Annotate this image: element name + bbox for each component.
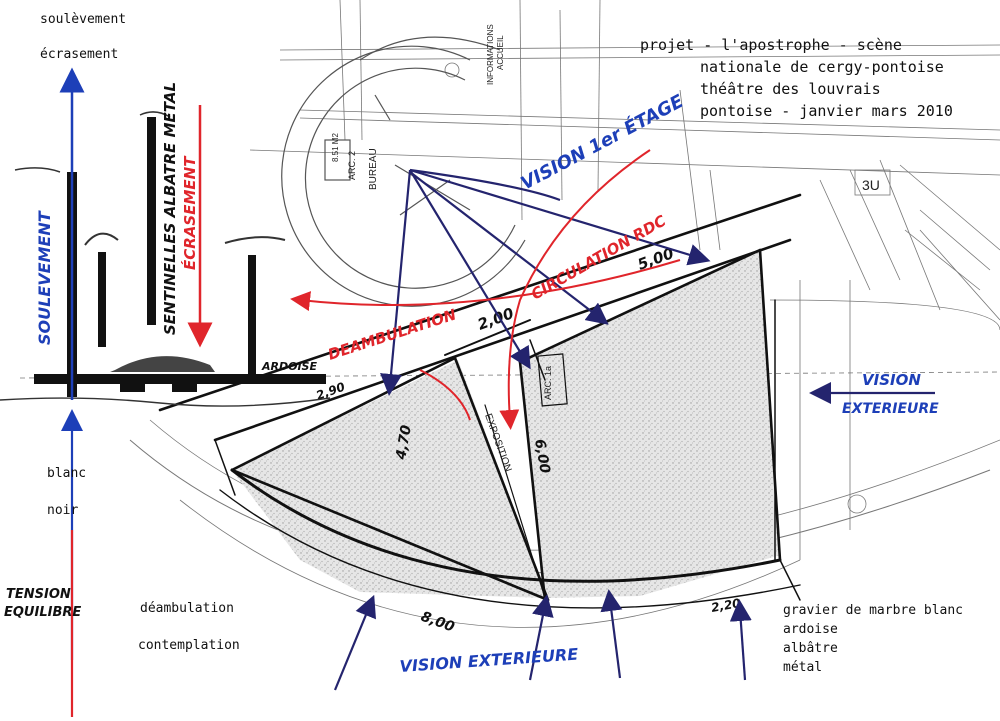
vision-exterior-arrows	[333, 382, 935, 691]
slate-mound	[110, 356, 215, 372]
dim-220: 2,20	[710, 596, 742, 615]
plan-label-accueil: ACCUEIL	[496, 35, 505, 70]
handwritten-equilibre: EQUILIBRE	[4, 605, 81, 620]
gravel-zone-right	[520, 250, 780, 598]
handwritten-ecrasement: ÉCRASEMENT	[180, 155, 199, 270]
plan-label-informations: INFORMATIONS	[486, 24, 495, 85]
handwritten-vision-right: VISION	[862, 371, 921, 389]
column-tall-2	[147, 117, 156, 325]
plan-label-arc2: ARC. 2	[347, 151, 357, 180]
handwritten-ardoise: ARDOISE	[261, 360, 317, 373]
dim-800: 8,00	[419, 609, 457, 636]
bureau-rotunda: 8.51 M2 ARC. 2 BUREAU ACCUEIL INFORMATIO…	[281, 24, 526, 307]
handwritten-vision-etage: VISION 1er ÉTAGE	[517, 90, 688, 195]
dim-600: 6,00	[531, 438, 553, 475]
background-plan	[19, 0, 1000, 628]
handwritten-exterieure-right: EXTERIEURE	[842, 401, 939, 417]
handwritten-soulevement: SOULEVEMENT	[35, 210, 54, 345]
material-ardoise: ardoise	[783, 622, 838, 637]
circulation-arrows	[290, 149, 681, 430]
column-right	[248, 255, 256, 375]
material-metal: métal	[783, 660, 823, 675]
plan-label-arc1: ARC. 1a	[543, 366, 553, 400]
title-line-3: théâtre des louvrais	[700, 80, 881, 98]
handwritten-vision-bottom: VISION EXTERIEURE	[399, 645, 579, 676]
label-contemplation: contemplation	[138, 638, 240, 653]
plan-label-area: 8.51 M2	[331, 133, 340, 162]
dim-200: 2,00	[475, 304, 516, 334]
title-line-1: projet - l'apostrophe - scène	[640, 36, 902, 54]
label-noir: noir	[47, 503, 79, 518]
label-ecrasement: écrasement	[40, 47, 119, 62]
plan-label-bureau: BUREAU	[368, 148, 379, 190]
title-line-4: pontoise - janvier mars 2010	[700, 102, 953, 120]
handwritten-tension: TENSION	[6, 587, 71, 602]
ground-slab	[34, 374, 326, 384]
label-soulevement: soulèvement	[40, 12, 127, 27]
handwritten-sentinelles: SENTINELLES ALBATRE METAL	[161, 82, 179, 335]
dim-470: 4,70	[393, 424, 415, 462]
label-deambulation: déambulation	[140, 601, 234, 616]
material-gravier: gravier de marbre blanc	[783, 603, 964, 618]
material-albatre: albâtre	[783, 641, 838, 656]
title-line-2: nationale de cergy-pontoise	[700, 58, 944, 76]
scheme-outline	[158, 193, 802, 609]
plan-label-room: 3U	[862, 177, 880, 193]
label-blanc: blanc	[47, 466, 87, 481]
vision-upper-arrows	[380, 168, 711, 396]
column-small	[98, 252, 106, 347]
